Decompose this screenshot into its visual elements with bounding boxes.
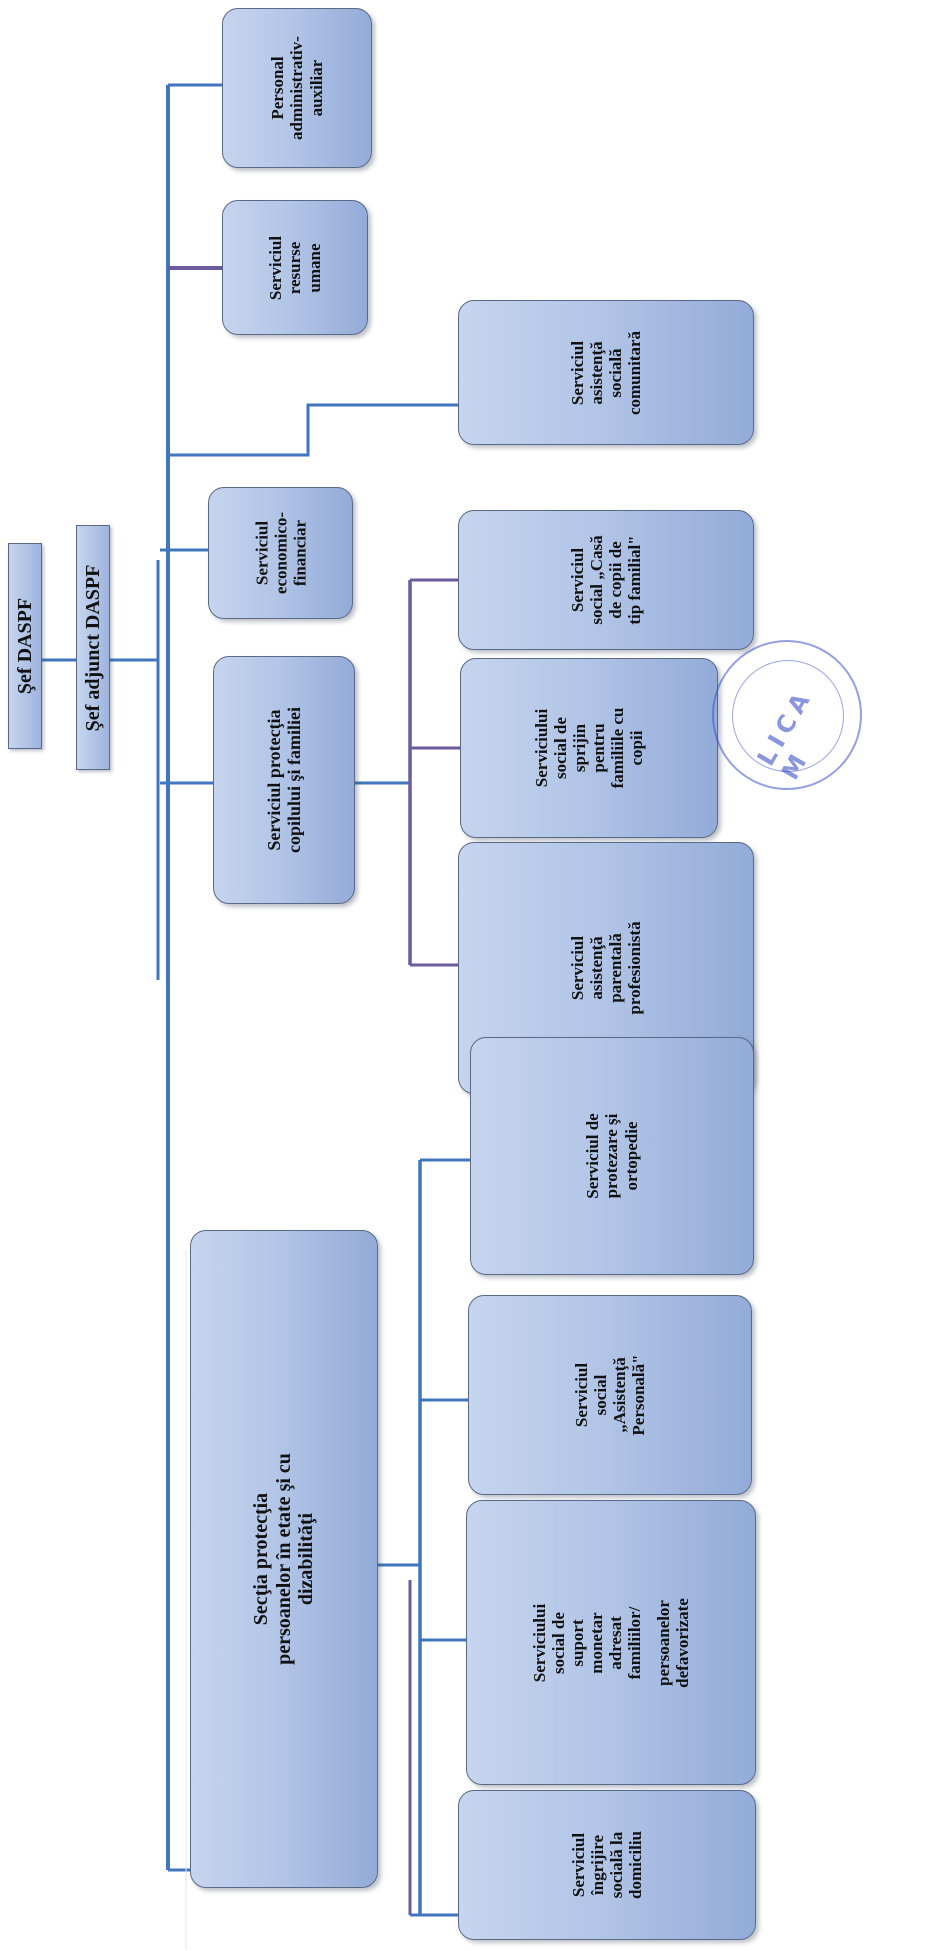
protectia-copilului-label: Serviciul protecţia copilului şi familie… [263, 707, 304, 854]
asistenta-personala-box: Serviciul social „Asistenţă Personală" [468, 1295, 752, 1495]
official-stamp: LICA M [712, 640, 862, 790]
sprijin-familii-label: Serviciului social de sprijin pentru fam… [531, 707, 647, 789]
sectia-protectie-label: Secţia protecţia persoanelor în etate şi… [250, 1453, 318, 1665]
suport-monetar-label: Serviciului social de suport monetar adr… [529, 1597, 693, 1688]
personal-admin-box: Personal administrativ- auxiliar [222, 8, 372, 168]
deputy-box: Şef adjunct DASPF [76, 525, 110, 770]
resurse-umane-box: Serviciul resurse umane [222, 200, 368, 335]
asistenta-personala-label: Serviciul social „Asistenţă Personală" [571, 1354, 649, 1436]
asistenta-comunitara-box: Serviciul asistenţă socială comunitară [458, 300, 754, 445]
sectia-protectie-box: Secţia protecţia persoanelor în etate şi… [190, 1230, 378, 1888]
chief-box: Şef DASPF [8, 543, 42, 749]
economico-financiar-label: Serviciul economico- financiar [251, 511, 310, 595]
asistenta-comunitara-label: Serviciul asistenţă socială comunitară [567, 330, 645, 415]
casa-copii-box: Serviciul social „Casă de copii de tip f… [458, 510, 754, 650]
deputy-label: Şef adjunct DASPF [81, 564, 104, 731]
economico-financiar-box: Serviciul economico- financiar [208, 487, 353, 619]
personal-admin-label: Personal administrativ- auxiliar [268, 36, 326, 140]
stamp-inner-ring [732, 660, 844, 772]
casa-copii-label: Serviciul social „Casă de copii de tip f… [567, 535, 645, 625]
ingrijire-domiciliu-label: Serviciul îngrijire socială la domiciliu [568, 1831, 646, 1900]
suport-monetar-box: Serviciului social de suport monetar adr… [466, 1500, 756, 1785]
chief-label: Şef DASPF [13, 597, 36, 695]
protezare-box: Serviciul de protezare şi ortopedie [470, 1037, 754, 1275]
protezare-label: Serviciul de protezare şi ortopedie [583, 1113, 641, 1199]
sprijin-familii-box: Serviciului social de sprijin pentru fam… [460, 658, 718, 838]
resurse-umane-label: Serviciul resurse umane [266, 235, 324, 300]
protectia-copilului-box: Serviciul protecţia copilului şi familie… [213, 656, 355, 904]
ingrijire-domiciliu-box: Serviciul îngrijire socială la domiciliu [458, 1790, 756, 1940]
